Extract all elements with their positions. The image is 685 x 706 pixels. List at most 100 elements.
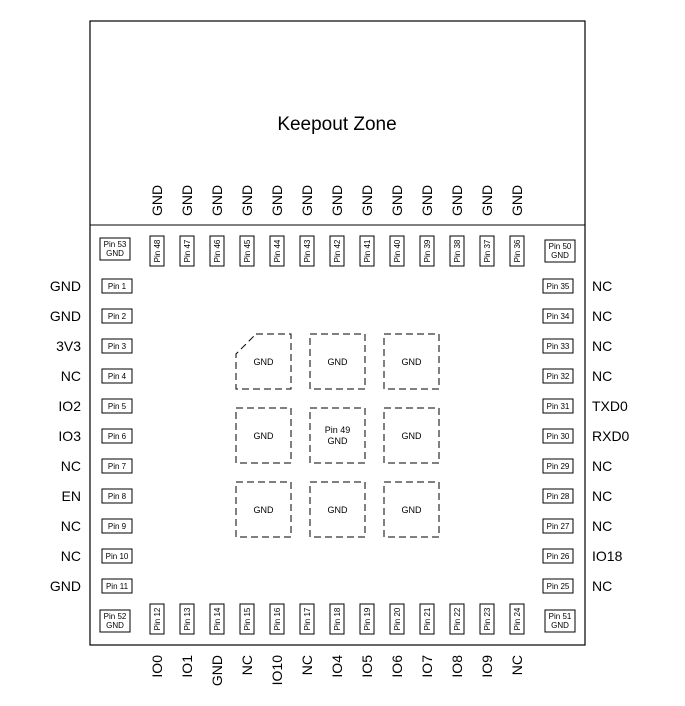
pin-number-label: Pin 11: [106, 582, 129, 591]
signal-label: IO1: [179, 655, 195, 678]
pin-pad: [542, 458, 574, 474]
pad-label: GND: [328, 357, 349, 367]
signal-label: 3V3: [56, 338, 81, 354]
signal-label: IO4: [329, 655, 345, 678]
pin-pad: [329, 603, 345, 635]
pin-number-label: Pin 28: [547, 492, 570, 501]
pad-sublabel: GND: [328, 436, 349, 446]
pin-number-label: Pin 40: [393, 239, 402, 262]
signal-label: NC: [61, 458, 81, 474]
signal-label: GND: [50, 278, 81, 294]
signal-label: IO0: [149, 655, 165, 678]
pin-number-label: Pin 22: [453, 607, 462, 630]
pin-number-label: Pin 3: [108, 342, 127, 351]
signal-label: NC: [61, 368, 81, 384]
pin-number-label: Pin 9: [108, 522, 127, 531]
pin-pad: [542, 548, 574, 564]
pin-pad: [509, 603, 525, 635]
pad-label: GND: [254, 431, 275, 441]
pin-number-label: Pin 24: [513, 607, 522, 630]
pin-pad: [419, 235, 435, 267]
pin-number-label: Pin 10: [106, 552, 129, 561]
pad-label: GND: [402, 431, 423, 441]
signal-label: NC: [592, 368, 612, 384]
signal-label: GND: [359, 185, 375, 216]
pin-number-label: Pin 13: [183, 607, 192, 630]
signal-label: IO6: [389, 655, 405, 678]
pin-pad: [239, 603, 255, 635]
pin-pad: [101, 578, 133, 594]
pin-number-label: Pin 30: [547, 432, 570, 441]
pin-number-label: Pin 23: [483, 607, 492, 630]
signal-label: NC: [592, 308, 612, 324]
pin-number-label: Pin 36: [513, 239, 522, 262]
signal-label: NC: [239, 655, 255, 675]
signal-label: NC: [592, 278, 612, 294]
pin-number-label: Pin 1: [108, 282, 127, 291]
pin-number-label: Pin 17: [303, 607, 312, 630]
pin-number-label: Pin 21: [423, 607, 432, 630]
pin-number-label: Pin 35: [547, 282, 570, 291]
pin-number-label: Pin 46: [213, 239, 222, 262]
thermal-pad: [235, 407, 292, 464]
pin-pad: [101, 548, 133, 564]
pin-pad: [149, 235, 165, 267]
signal-label: RXD0: [592, 428, 630, 444]
pin-pad: [101, 428, 133, 444]
thermal-pad: [309, 333, 366, 390]
pin-pad: [101, 518, 133, 534]
keepout-zone-title: Keepout Zone: [277, 114, 396, 135]
pin-number-label: Pin 41: [363, 239, 372, 262]
signal-label: GND: [209, 655, 225, 686]
pin-pad: [419, 603, 435, 635]
signal-label: GND: [269, 185, 285, 216]
pin-pad: [542, 398, 574, 414]
pin-pad: [509, 235, 525, 267]
signal-label: IO2: [58, 398, 81, 414]
pin-number-label: Pin 45: [243, 239, 252, 262]
signal-label: GND: [479, 185, 495, 216]
pin-number-label: Pin 27: [547, 522, 570, 531]
corner-pin-pad: [544, 609, 576, 633]
signal-label: IO10: [269, 655, 285, 686]
pin-pad: [542, 308, 574, 324]
pin-pad: [299, 603, 315, 635]
signal-label: NC: [592, 578, 612, 594]
pin-number-label: Pin 33: [547, 342, 570, 351]
pin-number-label: Pin 34: [547, 312, 570, 321]
pin-number-label: Pin 38: [453, 239, 462, 262]
corner-pin-pad: [544, 239, 576, 263]
signal-label: GND: [551, 251, 569, 260]
thermal-pad: [309, 481, 366, 538]
pin-number-label: Pin 14: [213, 607, 222, 630]
pin-number-label: Pin 42: [333, 239, 342, 262]
pin-pad: [542, 428, 574, 444]
thermal-pad: [235, 481, 292, 538]
pin-number-label: Pin 52: [104, 612, 127, 621]
corner-pin-pad: [99, 237, 131, 261]
pin-number-label: Pin 43: [303, 239, 312, 262]
pin-number-label: Pin 18: [333, 607, 342, 630]
thermal-pad: [383, 481, 440, 538]
signal-label: NC: [592, 338, 612, 354]
signal-label: NC: [592, 488, 612, 504]
pin-pad: [449, 235, 465, 267]
pin-pad: [239, 235, 255, 267]
pin-number-label: Pin 39: [423, 239, 432, 262]
signal-label: GND: [419, 185, 435, 216]
pad-label: GND: [402, 505, 423, 515]
pad-label: GND: [254, 505, 275, 515]
pin-pad: [359, 603, 375, 635]
pin-number-label: Pin 4: [108, 372, 127, 381]
signal-label: GND: [149, 185, 165, 216]
signal-label: NC: [299, 655, 315, 675]
pin-number-label: Pin 50: [549, 242, 572, 251]
signal-label: IO3: [58, 428, 81, 444]
pin-pad: [209, 235, 225, 267]
pin-number-label: Pin 51: [549, 612, 572, 621]
signal-label: EN: [62, 488, 81, 504]
pin-number-label: Pin 31: [547, 402, 570, 411]
pin-number-label: Pin 47: [183, 239, 192, 262]
